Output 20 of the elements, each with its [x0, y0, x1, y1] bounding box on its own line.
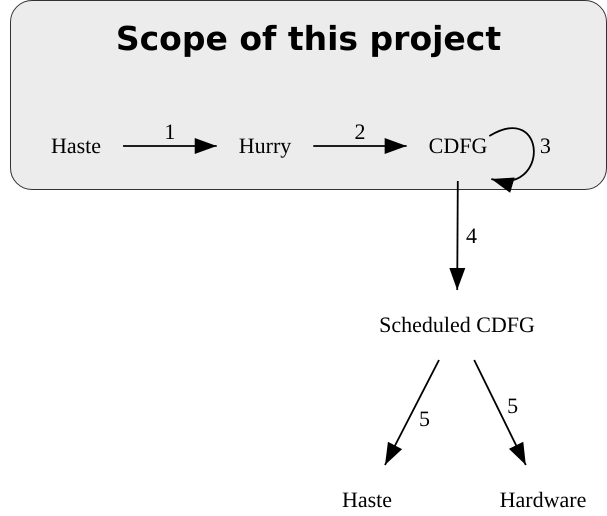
arrow [449, 181, 466, 290]
node-label: Hardware [500, 487, 586, 513]
arrow [313, 138, 407, 154]
node-label: Hurry [238, 133, 292, 159]
edge-label: 4 [466, 224, 477, 247]
edge-label: 1 [164, 121, 176, 143]
arrow [384, 360, 440, 466]
node-label: Haste [342, 487, 392, 513]
edge-label: 5 [418, 408, 430, 430]
arrow [488, 127, 535, 190]
panel-title: Scope of this project [114, 19, 502, 58]
scope-panel [10, 0, 607, 190]
arrow [473, 360, 527, 466]
edge-label: 5 [507, 395, 518, 418]
arrow [123, 138, 217, 154]
node-label: Haste [50, 133, 102, 159]
node-label: Scheduled CDFG [379, 312, 535, 338]
edge-label: 3 [540, 135, 551, 157]
node-label: CDFG [428, 133, 488, 159]
edge-label: 2 [354, 121, 366, 143]
